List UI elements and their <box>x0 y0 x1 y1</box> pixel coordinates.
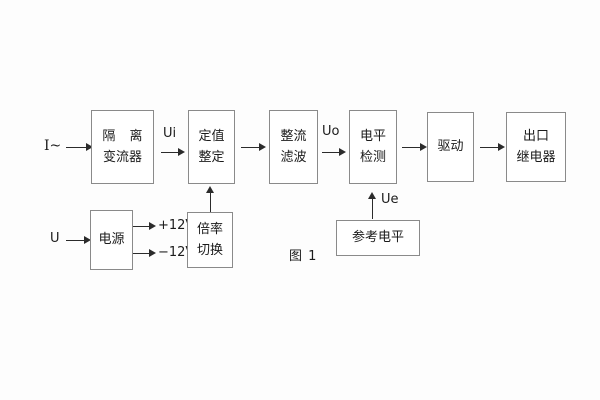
block-power-supply: 电源 <box>90 210 133 270</box>
signal-ui-label: Ui <box>163 126 177 141</box>
input-voltage-arrowhead <box>84 236 91 244</box>
arrowhead-multiplier-to-setting <box>206 186 214 193</box>
arrowhead-level-to-driver <box>420 143 427 151</box>
wire-power-pos12 <box>133 226 151 227</box>
wire-level-to-driver <box>402 147 422 148</box>
block-value-setting: 定值 整定 <box>188 110 235 184</box>
block-power-line1: 电源 <box>98 232 125 248</box>
input-voltage-wire <box>66 240 86 241</box>
block-driver: 驱动 <box>427 112 474 182</box>
block-output-relay: 出口 继电器 <box>506 112 566 182</box>
block-level-detection: 电平 检测 <box>349 110 397 184</box>
block-multiplier-switch: 倍率 切换 <box>187 212 233 268</box>
arrowhead-setting-to-rectifier <box>259 143 266 151</box>
arrowhead-driver-to-relay <box>498 143 505 151</box>
wire-power-neg12 <box>133 253 151 254</box>
signal-pos12-label: +12V <box>158 218 195 233</box>
figure-caption: 图 1 <box>289 249 318 264</box>
block-reference-level: 参考电平 <box>336 220 420 256</box>
block-level-line2: 检测 <box>359 150 386 165</box>
block-level-line1: 电平 <box>359 128 386 144</box>
wire-driver-to-relay <box>480 147 500 148</box>
block-isolation-line2: 变流器 <box>102 150 142 165</box>
block-reference-line1: 参考电平 <box>351 230 404 246</box>
arrowhead-isolation-to-setting <box>178 148 185 156</box>
wire-reference-to-level <box>372 197 373 219</box>
block-rectifier-line1: 整流 <box>280 128 307 144</box>
wire-multiplier-to-setting <box>210 191 211 212</box>
block-setting-line2: 整定 <box>198 150 225 165</box>
block-rectifier-filter: 整流 滤波 <box>269 110 318 184</box>
arrowhead-power-neg12 <box>149 249 156 257</box>
block-rectifier-line2: 滤波 <box>280 150 307 165</box>
block-relay-line1: 出口 <box>522 128 549 144</box>
block-isolation-transformer: 隔 离 变流器 <box>91 110 154 184</box>
wire-rectifier-to-level <box>322 152 341 153</box>
signal-uo-label: Uo <box>322 124 340 139</box>
input-current-wire <box>66 147 88 148</box>
block-driver-line1: 驱动 <box>437 139 464 155</box>
arrowhead-reference-to-level <box>368 192 376 199</box>
block-relay-line2: 继电器 <box>516 150 556 165</box>
block-setting-line1: 定值 <box>198 128 225 144</box>
arrowhead-rectifier-to-level <box>339 148 346 156</box>
signal-ue-label: Ue <box>381 192 399 207</box>
wire-setting-to-rectifier <box>241 147 261 148</box>
input-voltage-label: U <box>50 231 60 246</box>
block-multiplier-line2: 切换 <box>196 243 223 258</box>
signal-neg12-label: −12V <box>158 245 195 260</box>
input-current-arrowhead <box>86 143 93 151</box>
arrowhead-power-pos12 <box>149 222 156 230</box>
input-current-label: I~ <box>44 138 62 154</box>
wire-isolation-to-setting <box>161 152 180 153</box>
block-multiplier-line1: 倍率 <box>196 221 223 237</box>
block-isolation-line1: 隔 离 <box>102 128 148 144</box>
